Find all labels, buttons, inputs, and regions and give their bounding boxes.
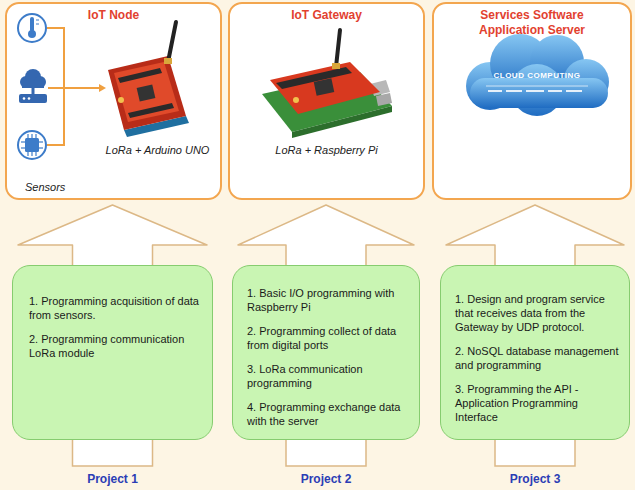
panel-ground (228, 2, 425, 200)
temperature-sensor-icon (18, 14, 46, 42)
cloud-computing-picture (466, 34, 609, 116)
project-label: Project 1 (63, 472, 163, 486)
project-label: Project 3 (485, 472, 585, 486)
cloud-decoration (486, 86, 588, 92)
block-arrow (18, 205, 207, 265)
iot-node-panel: IoT NodeLoRa + Arduino UNO Sensors (5, 2, 222, 200)
wire-arrowhead (99, 84, 106, 92)
task-item: 1. Design and program service that recei… (455, 292, 619, 334)
task-item: 2. Programming collect of data from digi… (247, 324, 409, 352)
cloud-label: CLOUD COMPUTING (482, 71, 592, 81)
task-box: 1. Basic I/O programming with Raspberry … (232, 265, 420, 440)
task-item: 1. Basic I/O programming with Raspberry … (247, 286, 409, 314)
label-holder: Project 3 (485, 472, 585, 486)
label-holder: CLOUD COMPUTING (482, 71, 592, 81)
board-caption: LoRa + Raspberry Pi (248, 143, 405, 157)
task-item: 3. LoRa communication programming (247, 362, 409, 390)
panel-title: IoT Node (7, 8, 220, 23)
task-box: 1. Design and program service that recei… (440, 265, 630, 440)
task-item: 2. Programming communication LoRa module (29, 332, 200, 360)
chip-sensor-icon (18, 131, 46, 159)
task-item: 3. Programming the API - Application Pro… (455, 382, 619, 424)
project-label: Project 2 (276, 472, 376, 486)
sensor-wires (47, 28, 99, 145)
block-arrow (446, 205, 624, 265)
label-holder: Project 2 (276, 472, 376, 486)
panel-ground (432, 2, 632, 200)
raspberry-pi-lora-board (262, 30, 392, 138)
router-icon (19, 69, 47, 103)
arduino-lora-board (108, 22, 189, 137)
panel-title: IoT Gateway (230, 8, 423, 23)
sensors-caption: Sensors (25, 180, 95, 194)
label-holder: Project 1 (63, 472, 163, 486)
panel-title: Services Software Application Server (454, 8, 610, 38)
block-arrow (238, 205, 414, 265)
task-item: 2. NoSQL database management and program… (455, 344, 619, 372)
task-item: 4. Programming exchange data with the se… (247, 400, 409, 428)
board-caption: LoRa + Arduino UNO (95, 143, 220, 157)
task-box: 1. Programming acquisition of data from … (12, 265, 213, 440)
panel-ground (5, 2, 222, 200)
task-item: 1. Programming acquisition of data from … (29, 294, 200, 322)
server-panel: Services Software Application Server (432, 2, 632, 200)
iot-gateway-panel: IoT GatewayLoRa + Raspberry Pi (228, 2, 425, 200)
